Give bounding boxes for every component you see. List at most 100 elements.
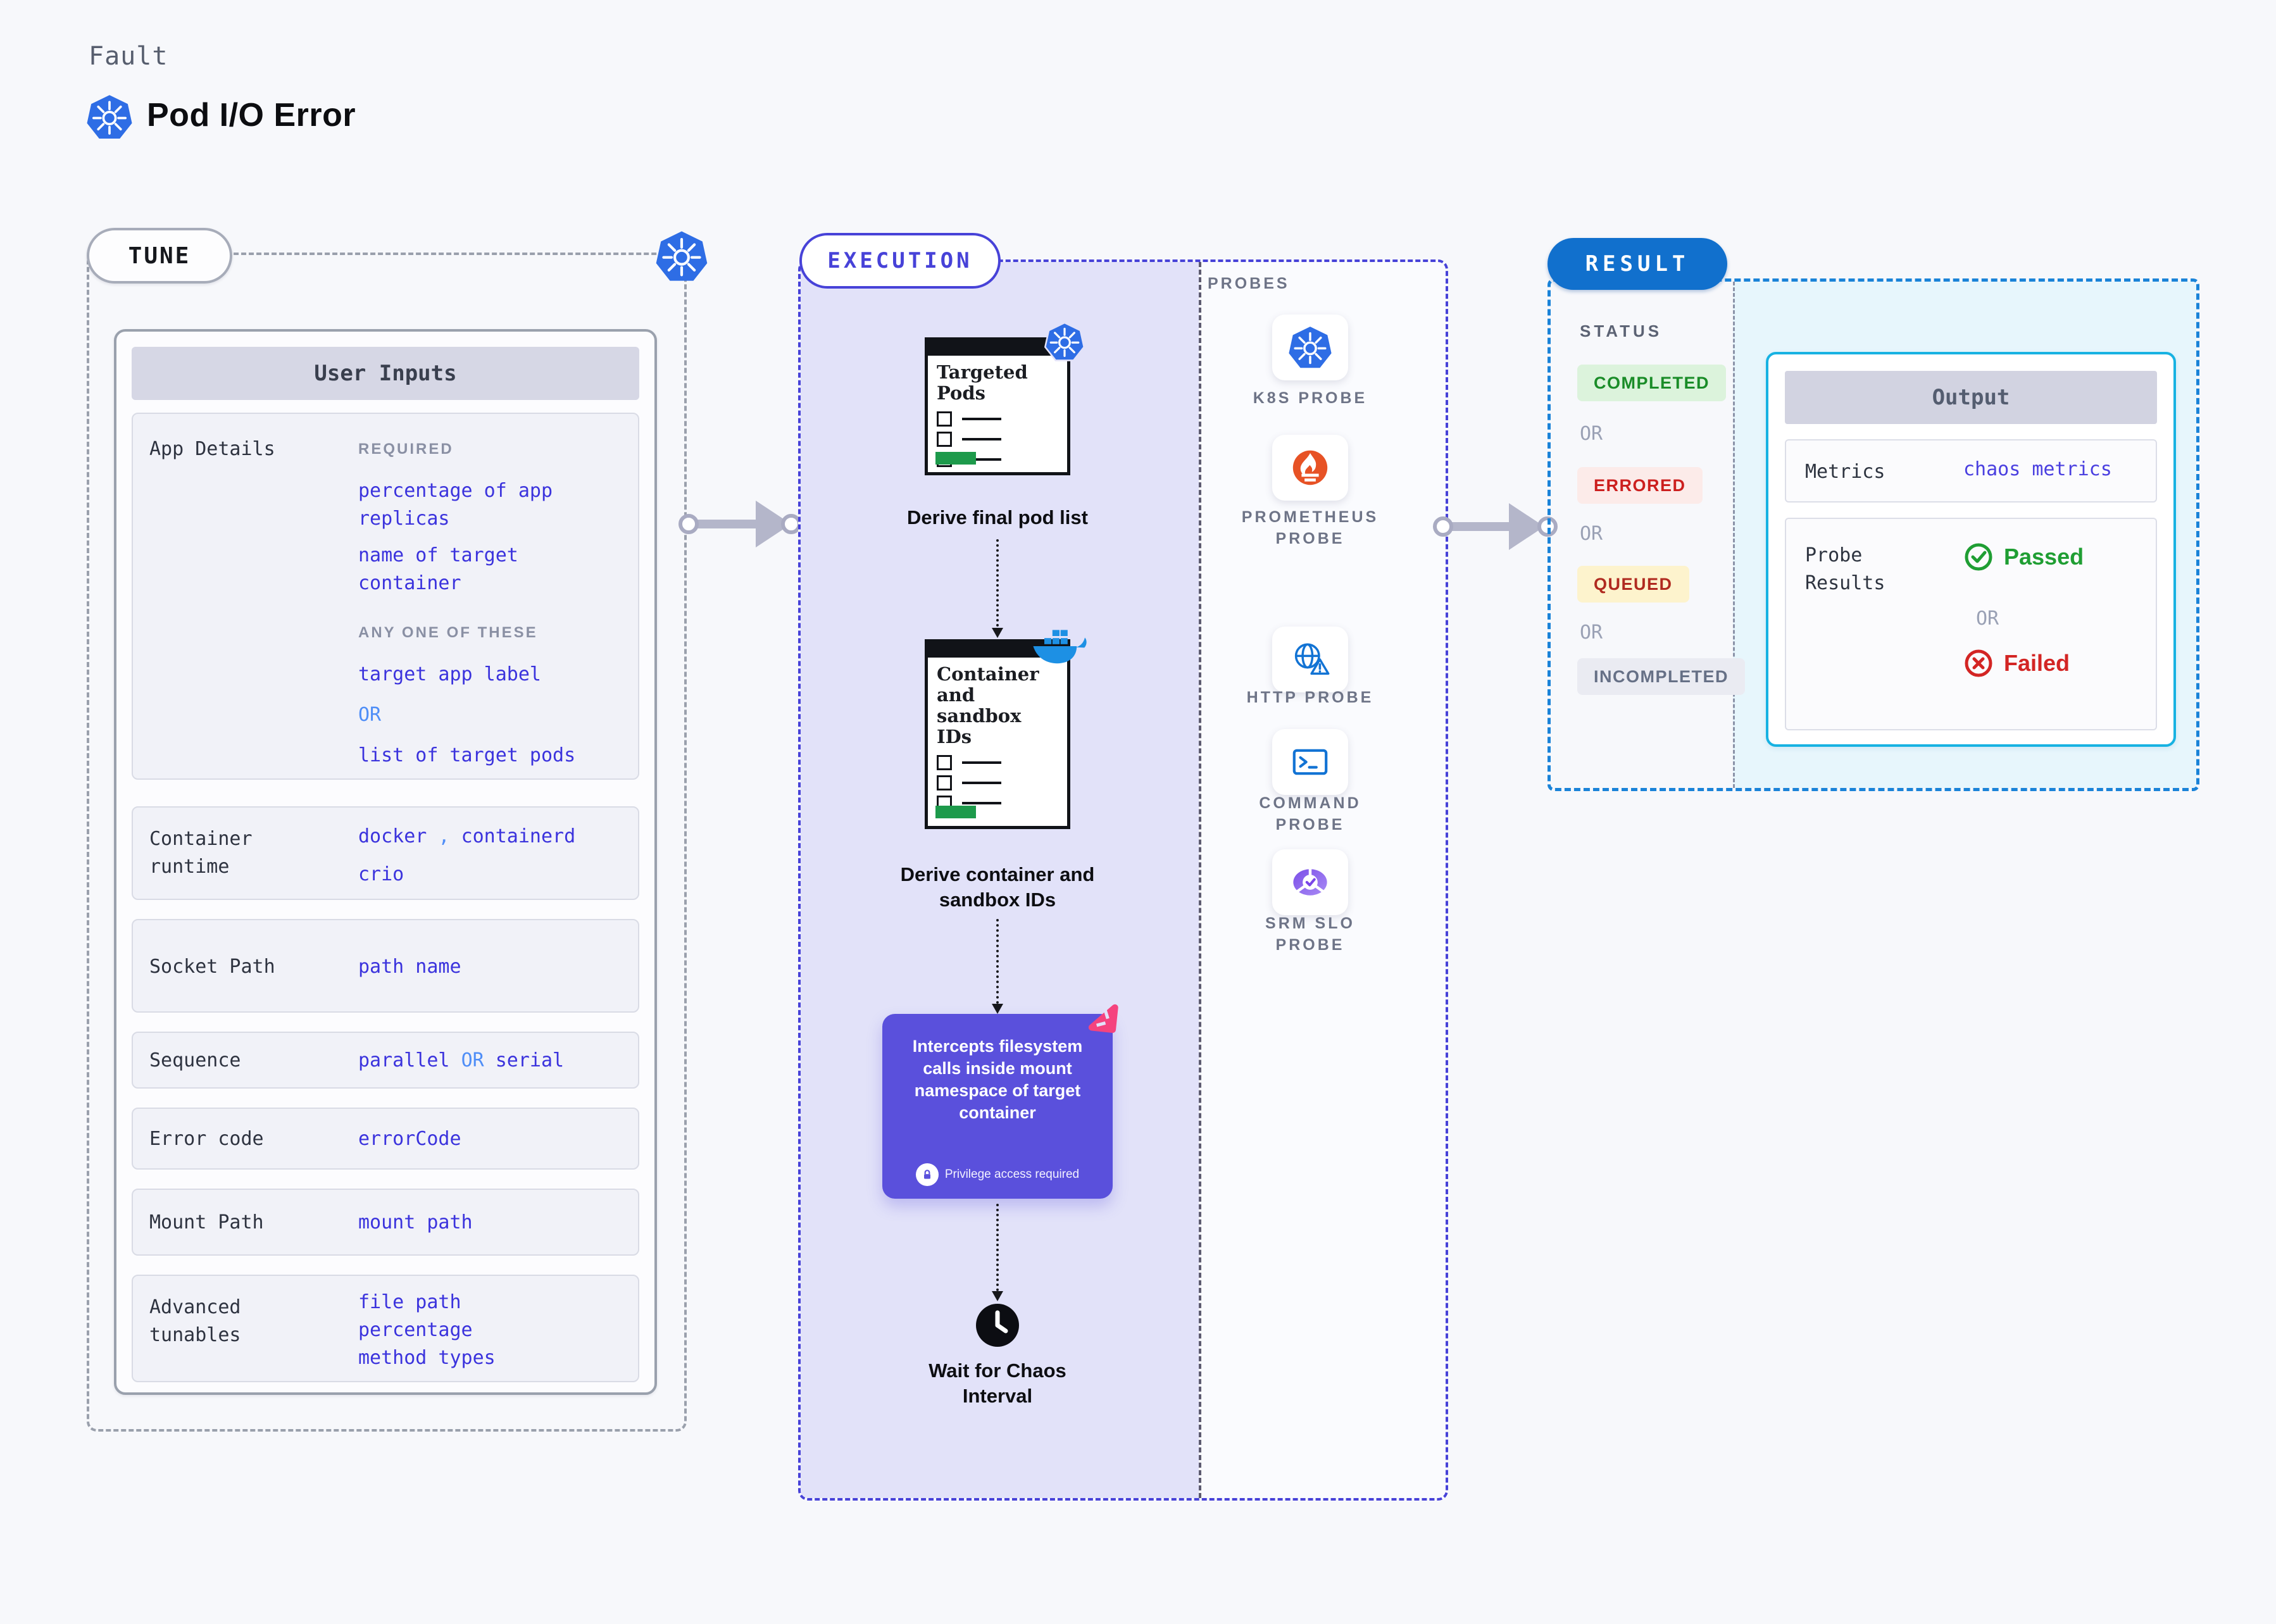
- step-intercept-box: Intercepts filesystem calls inside mount…: [882, 1004, 1118, 1199]
- lock-icon: [915, 1163, 939, 1186]
- tune-pill: TUNE: [87, 228, 232, 284]
- page-title: Pod I/O Error: [147, 97, 356, 134]
- runtime-value: containerd: [461, 825, 576, 847]
- runtime-value: crio: [358, 863, 404, 885]
- intercept-description: Intercepts filesystem calls inside mount…: [912, 1037, 1083, 1122]
- step-derive-pod-list: Targeted Pods: [925, 322, 1085, 475]
- connector-dot: [1433, 516, 1453, 537]
- row-label: Sequence: [149, 1049, 241, 1071]
- mount-path-value: mount path: [358, 1211, 473, 1234]
- step-connector-arrow: [992, 1004, 1003, 1014]
- checklist: [937, 755, 1067, 811]
- row-error-code: Error code errorCode: [132, 1108, 639, 1170]
- connector-dot: [781, 514, 801, 534]
- runtime-value: docker: [358, 825, 427, 847]
- option-b: list of target pods: [358, 744, 576, 766]
- or-separator: OR: [1580, 523, 1603, 545]
- output-metrics-row: Metrics chaos metrics: [1785, 439, 2157, 503]
- flow-arrow: [1443, 522, 1516, 531]
- probe-label: PROMETHEUS PROBE: [1241, 508, 1379, 547]
- sequence-value: serial: [495, 1049, 565, 1071]
- result-pill: RESULT: [1548, 238, 1727, 290]
- probes-label: PROBES: [1208, 275, 1290, 292]
- result-divider: [1733, 282, 1735, 788]
- probe-k8s: [1272, 315, 1348, 380]
- progress-bar: [935, 806, 976, 818]
- tunable-value: percentage: [358, 1319, 473, 1341]
- or-separator: OR: [358, 704, 382, 726]
- clock-icon: [976, 1304, 1019, 1347]
- chaos-icon: [1088, 1004, 1118, 1034]
- any-one-caption: ANY ONE OF THESE: [358, 624, 538, 641]
- row-advanced-tunables: Advanced tunables file path percentage m…: [132, 1275, 639, 1382]
- progress-bar: [935, 452, 976, 465]
- probe-label: COMMAND PROBE: [1259, 794, 1361, 834]
- output-title: Output: [1785, 371, 2157, 424]
- user-inputs-card: User Inputs App Details REQUIRED percent…: [114, 329, 657, 1395]
- step-connector-arrow: [992, 628, 1003, 638]
- failed-result: Failed: [1963, 648, 2070, 678]
- row-app-details: App Details REQUIRED percentage of app r…: [132, 413, 639, 780]
- probe-label: HTTP PROBE: [1246, 689, 1374, 706]
- status-badge-queued: QUEUED: [1577, 566, 1689, 603]
- or-separator: OR: [1580, 621, 1603, 644]
- status-label: STATUS: [1580, 322, 1663, 340]
- probe-srm-slo: [1272, 849, 1348, 915]
- required-item: percentage of app replicas: [358, 480, 553, 530]
- probes-divider: [1199, 262, 1201, 1498]
- connector-dot: [678, 514, 699, 534]
- or-separator: OR: [1580, 423, 1603, 445]
- kubernetes-icon: [1289, 327, 1332, 368]
- docker-icon: [1033, 630, 1087, 664]
- passed-label: Passed: [2004, 544, 2084, 570]
- globe-warning-icon: [1294, 643, 1330, 675]
- row-mount-path: Mount Path mount path: [132, 1189, 639, 1256]
- probe-label: K8S PROBE: [1253, 389, 1368, 407]
- step-caption: Derive final pod list: [907, 506, 1088, 528]
- row-label: Socket Path: [149, 956, 275, 978]
- status-badge-incompleted: INCOMPLETED: [1577, 658, 1746, 695]
- fault-kicker: Fault: [89, 42, 168, 71]
- kubernetes-icon: [656, 231, 708, 281]
- or-separator: OR: [1976, 608, 1999, 630]
- terminal-icon: [1292, 749, 1328, 775]
- tune-section: [87, 253, 687, 1432]
- row-label: App Details: [149, 438, 275, 460]
- or-separator: OR: [461, 1049, 484, 1071]
- error-code-value: errorCode: [358, 1128, 461, 1150]
- status-badge-errored: ERRORED: [1577, 467, 1703, 504]
- step-connector: [996, 539, 999, 627]
- step-connector: [996, 919, 999, 1004]
- document-title: Targeted Pods: [937, 361, 1028, 404]
- step-derive-container-ids: Container and sandbox IDs: [925, 630, 1087, 829]
- probe-http: [1272, 627, 1348, 692]
- row-socket-path: Socket Path path name: [132, 919, 639, 1013]
- status-badge-completed: COMPLETED: [1577, 365, 1727, 401]
- passed-result: Passed: [1963, 542, 2084, 572]
- failed-label: Failed: [2004, 650, 2070, 676]
- execution-pill: EXECUTION: [799, 233, 1001, 289]
- kubernetes-icon: [87, 95, 132, 139]
- x-circle-icon: [1965, 649, 1992, 677]
- probe-label: SRM SLO PROBE: [1265, 915, 1355, 954]
- output-probe-results-row: Probe Results Passed OR Failed: [1785, 518, 2157, 730]
- step-connector: [996, 1204, 999, 1291]
- socket-path-value: path name: [358, 956, 461, 978]
- output-card: Output Metrics chaos metrics Probe Resul…: [1766, 352, 2176, 747]
- flow-arrow: [689, 520, 763, 528]
- probe-prometheus: [1272, 435, 1348, 501]
- row-label: Mount Path: [149, 1211, 264, 1234]
- privilege-label: Privilege access required: [944, 1168, 1080, 1181]
- metrics-value: chaos metrics: [1963, 458, 2112, 480]
- row-container-runtime: Container runtime docker , containerd cr…: [132, 806, 639, 900]
- required-caption: REQUIRED: [358, 440, 454, 458]
- metrics-label: Metrics: [1805, 461, 1885, 483]
- check-circle-icon: [1965, 543, 1992, 571]
- runtime-separator: ,: [438, 825, 450, 847]
- kubernetes-icon: [1044, 322, 1085, 361]
- required-item: name of target container: [358, 544, 518, 594]
- prometheus-icon: [1292, 450, 1328, 485]
- row-label: Container runtime: [149, 828, 253, 878]
- row-label: Advanced tunables: [149, 1296, 241, 1346]
